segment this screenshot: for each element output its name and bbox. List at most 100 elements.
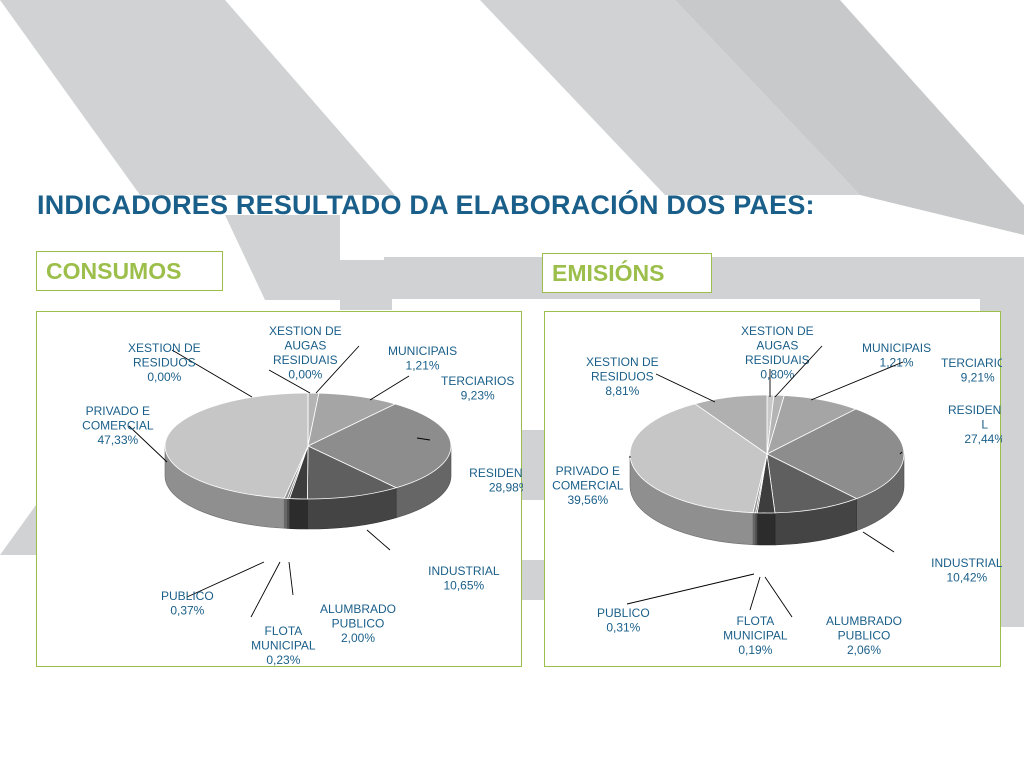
slice-label-line: RESIDUAIS [745, 353, 810, 367]
slice-label-line: 27,44% [964, 432, 1002, 446]
slice-label-line: INDUSTRIAL [428, 564, 500, 578]
leader-line-4 [366, 529, 391, 551]
slice-label-line: RESIDENCIA [948, 403, 1002, 417]
slice-label-line: AUGAS [756, 339, 798, 353]
page-title: INDICADORES RESULTADO DA ELABORACIÓN DOS… [37, 190, 815, 220]
leader-line-8 [128, 425, 168, 463]
slice-label-line: PRIVADO E [86, 404, 150, 418]
pie-side-5 [289, 498, 308, 530]
leader-line-7 [626, 573, 755, 605]
pie-slice-9 [694, 394, 768, 455]
slice-label-line: PUBLICO [597, 606, 650, 620]
slice-label-line: TERCIARIOS [941, 356, 1002, 370]
slice-label-line: 0,23% [266, 653, 300, 667]
slice-label-line: MUNICIPAIS [388, 344, 457, 358]
slice-label-line: AUGAS [284, 339, 326, 353]
pie-side-6 [287, 498, 290, 529]
pie-slice-4 [306, 445, 398, 500]
leader-line-3 [416, 437, 431, 441]
slice-label-line: 47,33% [97, 433, 138, 447]
slice-label-line: RESIDUAIS [273, 353, 338, 367]
leader-line-6 [250, 561, 281, 618]
slice-label-line: XESTION DE [586, 355, 659, 369]
slice-label-line: 39,56% [567, 493, 608, 507]
leader-line-2 [369, 375, 410, 401]
slice-label-line: FLOTA [264, 624, 302, 638]
slice-label-line: XESTION DE [128, 341, 201, 355]
slice-label-line: 2,00% [341, 631, 375, 645]
slice-label-line: 2,06% [847, 643, 881, 657]
slice-label-line: 0,37% [170, 604, 204, 618]
pie-side-7 [283, 497, 288, 529]
pie-slice-8 [164, 392, 309, 499]
slice-label-line: 8,81% [605, 384, 639, 398]
pie-side-5 [756, 512, 776, 546]
slice-label-line: MUNICIPAIS [862, 341, 931, 355]
pie-slice-3 [766, 408, 905, 500]
leader-line-9 [655, 373, 716, 403]
slice-label-line: XESTION DE [269, 324, 342, 338]
slice-label-line: RESIDUOS [591, 370, 654, 384]
slice-label-line: XESTION DE [741, 324, 814, 338]
slice-label-line: 0,31% [606, 621, 640, 635]
leader-line-2 [810, 361, 904, 401]
pie-slices [164, 392, 452, 500]
pie-slices [629, 394, 905, 514]
leader-line-4 [862, 531, 895, 553]
consumos-section-label: CONSUMOS [36, 251, 223, 291]
slice-label-line: 9,21% [961, 371, 995, 385]
pie-slice-2 [307, 392, 397, 447]
leader-line-5 [764, 576, 793, 618]
slice-label-line: 10,65% [443, 579, 484, 593]
leader-line-9 [171, 349, 253, 398]
slice-label-line: INDUSTRIAL [931, 556, 1002, 570]
pie-slice-3 [307, 403, 452, 489]
slice-label-line: 0,19% [738, 643, 772, 657]
slice-label-line: FLOTA [736, 614, 774, 628]
slice-label-line: TERCIARIOS [441, 374, 514, 388]
slice-label-line: 1,21% [406, 359, 440, 373]
slice-label-line: PUBLICO [161, 589, 214, 603]
pie-side-7 [752, 512, 756, 546]
slice-label-line: 0,00% [288, 368, 322, 382]
slice-label-line: COMERCIAL [552, 479, 624, 493]
leader-line-1 [774, 345, 823, 398]
slice-label-line: 10,42% [946, 571, 987, 585]
pie-side-walls [164, 445, 452, 530]
slice-label-line: 28,98% [489, 481, 523, 495]
slice-label-line: 0,80% [760, 368, 794, 382]
slice-label-line: RESIDENCIAL [469, 466, 523, 480]
pie-slice-8 [629, 403, 768, 514]
slice-label-line: PRIVADO E [556, 464, 620, 478]
slice-label-line: L [981, 418, 988, 432]
emisions-section-label: EMISIÓNS [542, 253, 712, 293]
slice-label-line: COMERCIAL [82, 419, 154, 433]
slice-label-3: RESIDENCIAL27,44% [948, 403, 1002, 446]
pie-slice-4 [766, 453, 858, 514]
slice-label-line: MUNICIPAL [251, 639, 316, 653]
slice-label-3: RESIDENCIAL28,98% [469, 466, 523, 495]
slice-label-line: MUNICIPAL [723, 629, 788, 643]
